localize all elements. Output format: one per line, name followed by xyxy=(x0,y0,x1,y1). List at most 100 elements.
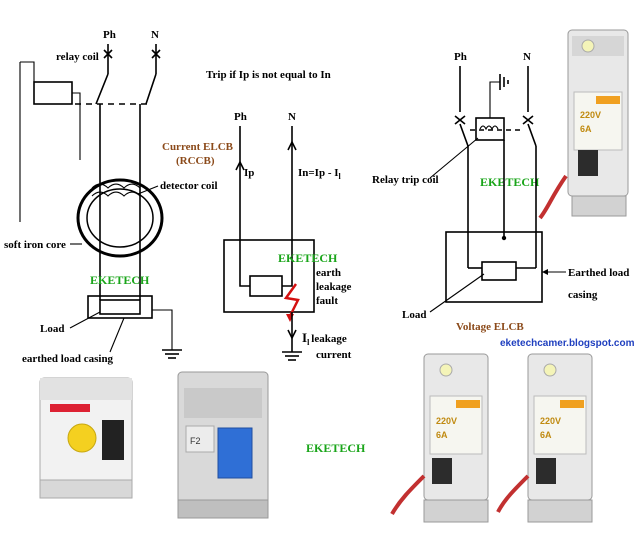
device-top-volt: 220V xyxy=(580,110,601,120)
left-load-box xyxy=(87,295,153,319)
left-load-element xyxy=(99,299,141,315)
casing-pointer xyxy=(109,317,125,353)
center-load-lead-r xyxy=(282,240,293,287)
device-top-indicator xyxy=(581,39,595,53)
earth-label: earth xyxy=(316,267,341,279)
right-ph-label: Ph xyxy=(454,51,467,63)
detector-coil-label: detector coil xyxy=(160,180,218,192)
device-bl-brand-tag xyxy=(456,400,480,408)
device-br-indicator xyxy=(543,363,557,377)
right-casing-box xyxy=(445,231,543,303)
voltage-elcb-title: Voltage ELCB xyxy=(456,321,524,333)
relay-coil-label: relay coil xyxy=(56,51,99,63)
right-watermark: EKETECH xyxy=(480,175,540,189)
device-small-elcb-top: 220V 6A xyxy=(538,29,629,220)
device-top-wire-red xyxy=(538,174,568,220)
left-ph-blade xyxy=(95,73,109,105)
leakage-label: leakage xyxy=(316,281,352,293)
leakage-diagram: Trip if Ip is not equal to In Ph N Ip In… xyxy=(206,69,352,361)
current-label: current xyxy=(316,349,352,361)
left-load-pointer xyxy=(69,311,101,329)
left-n-contact xyxy=(151,44,161,74)
left-n-blade xyxy=(145,73,157,105)
center-load-element xyxy=(249,275,283,297)
blog-url: eketechcamer.blogspot.com xyxy=(500,338,635,349)
bottom-watermark: EKETECH xyxy=(306,441,366,455)
sense-junction xyxy=(501,235,507,241)
left-load-label: Load xyxy=(40,323,64,335)
earthed-load-arrow-icon xyxy=(542,269,548,275)
relay-lead xyxy=(72,92,81,160)
left-watermark: EKETECH xyxy=(90,273,150,287)
in-equation: In=Ip - Il xyxy=(298,167,342,181)
soft-iron-core-label: soft iron core xyxy=(4,239,66,251)
earthed-casing-label: earthed load casing xyxy=(22,353,114,365)
device-br-volt: 220V xyxy=(540,416,561,426)
relay-frame-top xyxy=(20,61,35,82)
right-load-element xyxy=(481,261,517,281)
current-elcb-diagram: Ph N relay coil detec xyxy=(4,29,234,365)
device-top-terminals xyxy=(571,195,627,217)
toroid-core-outer xyxy=(76,178,164,258)
center-watermark: EKETECH xyxy=(278,251,338,265)
ip-label: Ip xyxy=(244,167,254,179)
relay-coil-box xyxy=(33,81,73,105)
left-n-label: N xyxy=(151,29,159,41)
rccb-white-toggle xyxy=(102,420,124,460)
rccb-subtitle: (RCCB) xyxy=(176,155,215,167)
rccb-white-top xyxy=(40,378,132,400)
toroid-core-inner xyxy=(86,188,154,248)
device-bl-terminals xyxy=(423,499,489,523)
device-top-amp: 6A xyxy=(580,124,592,134)
relay-trip-coil-label: Relay trip coil xyxy=(372,174,439,186)
rcd-gray-terminals xyxy=(177,499,269,519)
trip-rule-text: Trip if Ip is not equal to In xyxy=(206,69,331,81)
device-br-wire-red xyxy=(496,474,530,513)
current-elcb-title: Current ELCB xyxy=(162,141,234,153)
device-rccb-white xyxy=(39,377,133,499)
right-n-blade xyxy=(527,123,537,147)
device-small-elcb-left: 220V 6A xyxy=(390,353,489,523)
earthed-load-line1: Earthed load xyxy=(568,267,629,279)
device-top-brand-tag xyxy=(596,96,620,104)
device-br-terminals xyxy=(527,499,593,523)
rccb-white-terminals xyxy=(39,479,133,499)
right-ph-blade xyxy=(459,123,469,147)
device-top-cap xyxy=(572,36,624,56)
device-bl-volt: 220V xyxy=(436,416,457,426)
il-arrow-icon xyxy=(287,329,297,340)
rccb-white-brand xyxy=(50,404,90,412)
device-br-toggle xyxy=(536,458,556,484)
device-bl-toggle xyxy=(432,458,452,484)
device-br-amp: 6A xyxy=(540,430,552,440)
ip-arrow-icon xyxy=(235,160,245,171)
rccb-white-test-button xyxy=(67,423,97,453)
rcd-gray-label xyxy=(185,425,215,453)
center-n-label: N xyxy=(288,111,296,123)
device-rcd-gray: F2 xyxy=(177,371,269,519)
center-load-lead-l xyxy=(239,240,250,287)
right-n-contact xyxy=(522,115,534,125)
right-earth-lead xyxy=(489,81,500,118)
right-load-pointer xyxy=(429,273,485,313)
right-load-label: Load xyxy=(402,309,426,321)
device-top-toggle xyxy=(578,150,598,176)
left-earth-icon xyxy=(162,349,182,359)
device-bl-wire-red xyxy=(390,474,426,515)
relay-trip-pointer xyxy=(429,137,479,179)
detector-windings xyxy=(91,183,141,197)
center-ph-label: Ph xyxy=(234,111,247,123)
center-earth-icon xyxy=(282,351,302,361)
in-arrow-icon xyxy=(287,140,297,151)
left-ph-contact xyxy=(103,44,113,74)
device-bl-indicator xyxy=(439,363,453,377)
rcd-gray-model: F2 xyxy=(190,436,201,446)
device-bl-amp: 6A xyxy=(436,430,448,440)
center-housing-box xyxy=(223,239,315,313)
fault-arrow-icon xyxy=(283,283,300,317)
earthed-load-line2: casing xyxy=(568,289,598,301)
fault-label: fault xyxy=(316,295,338,307)
right-n-label: N xyxy=(523,51,531,63)
